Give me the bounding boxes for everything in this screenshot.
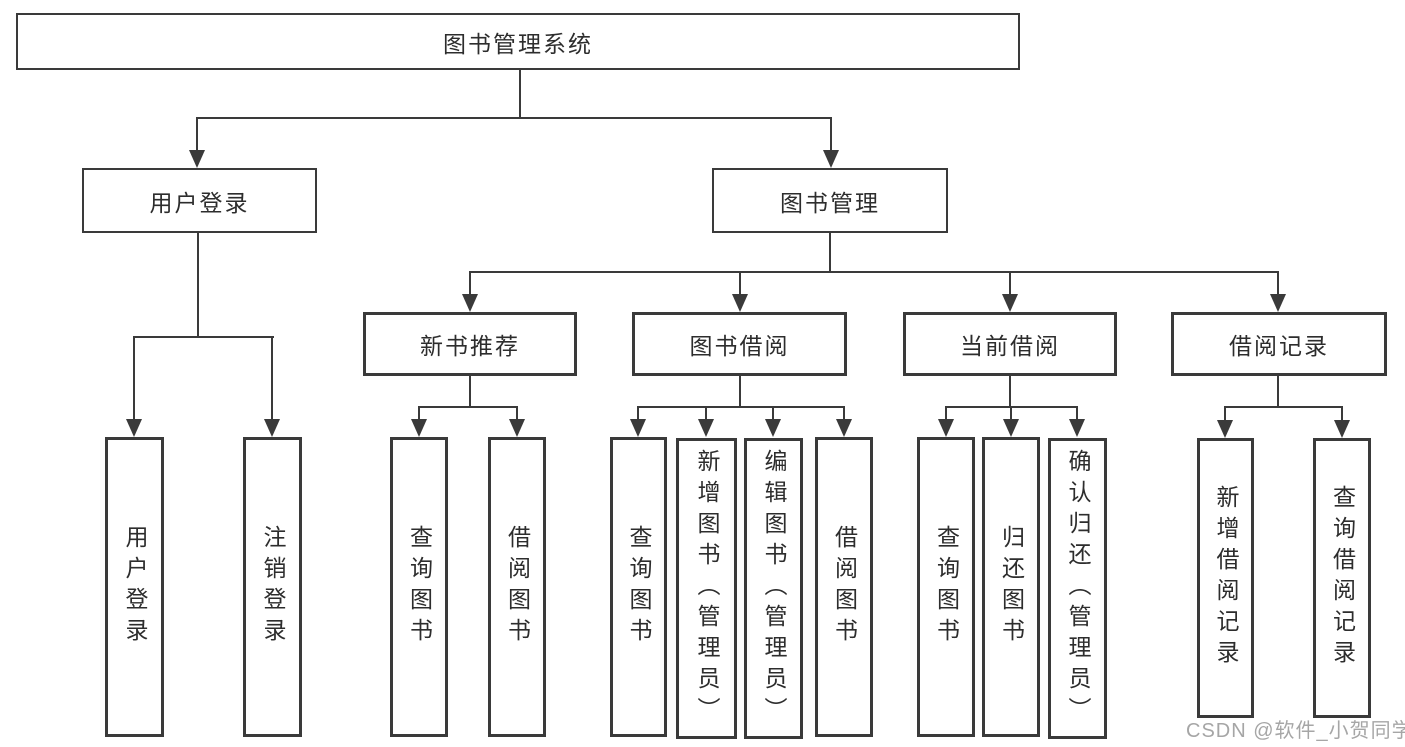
arrowhead-leaf <box>1069 419 1085 437</box>
node-library-system-label: 图书管理系统 <box>443 30 593 57</box>
arrowhead-leaf <box>126 419 142 437</box>
arrowhead-leaf <box>765 419 781 437</box>
connector-leaf-drop <box>133 336 135 421</box>
connector-leaf-drop <box>843 406 845 421</box>
leaf-cb-confirm-return-admin: 确认归还（管理员） <box>1048 438 1107 739</box>
node-user-login-label: 用户登录 <box>149 189 250 216</box>
connector-module-drop <box>1009 271 1011 296</box>
node-new-book-rec: 新书推荐 <box>363 312 577 376</box>
node-book-borrow: 图书借阅 <box>632 312 847 376</box>
arrowhead-leaf <box>1003 419 1019 437</box>
arrowhead-leaf <box>264 419 280 437</box>
arrowhead-module <box>1002 294 1018 312</box>
connector-borrow-record-rail <box>1224 406 1343 408</box>
arrowhead-leaf <box>836 419 852 437</box>
leaf-rec-borrow-books: 借阅图书 <box>488 437 546 737</box>
connector-root-stem <box>519 70 521 118</box>
arrowhead-module <box>1270 294 1286 312</box>
arrowhead-module <box>462 294 478 312</box>
connector-leaf-drop <box>1010 406 1012 421</box>
leaf-bb-add-books-admin: 新增图书（管理员） <box>676 438 737 739</box>
node-borrow-record: 借阅记录 <box>1171 312 1387 376</box>
node-user-login: 用户登录 <box>82 168 317 233</box>
leaf-user-login-label: 用户登录 <box>122 525 148 649</box>
leaf-bb-borrow-books: 借阅图书 <box>815 437 873 737</box>
leaf-user-login: 用户登录 <box>105 437 164 737</box>
arrowhead-book-mgmt <box>823 150 839 168</box>
connector-user-login-stem <box>197 233 199 337</box>
connector-leaf-drop <box>1224 406 1226 422</box>
connector-root-rail <box>196 117 832 119</box>
leaf-rec-query-books: 查询图书 <box>390 437 448 737</box>
node-book-mgmt: 图书管理 <box>712 168 948 233</box>
connector-leaf-drop <box>271 336 273 421</box>
node-current-borrow: 当前借阅 <box>903 312 1117 376</box>
csdn-watermark: CSDN @软件_小贺同学 <box>1186 720 1405 742</box>
arrowhead-leaf <box>411 419 427 437</box>
node-book-mgmt-label: 图书管理 <box>780 189 880 216</box>
leaf-bb-borrow-books-label: 借阅图书 <box>831 525 858 649</box>
arrowhead-user-login <box>189 150 205 168</box>
leaf-br-add-record: 新增借阅记录 <box>1197 438 1254 718</box>
arrowhead-leaf <box>698 419 714 437</box>
node-borrow-record-label: 借阅记录 <box>1229 333 1329 359</box>
connector-borrow-record-stem <box>1277 376 1279 407</box>
connector-user-login-drop <box>196 117 198 152</box>
leaf-bb-edit-books-admin: 编辑图书（管理员） <box>744 438 803 739</box>
connector-leaf-drop <box>705 406 707 421</box>
connector-new-book-rec-rail <box>418 406 518 408</box>
connector-book-mgmt-stem <box>829 233 831 272</box>
connector-leaf-drop <box>772 406 774 421</box>
leaf-bb-query-books: 查询图书 <box>610 437 667 737</box>
leaf-bb-add-books-admin-label: 新增图书（管理员） <box>694 449 720 728</box>
node-current-borrow-label: 当前借阅 <box>960 333 1060 359</box>
connector-leaf-drop <box>945 406 947 421</box>
connector-new-book-rec-stem <box>469 376 471 407</box>
node-new-book-rec-label: 新书推荐 <box>420 333 520 359</box>
leaf-br-query-record: 查询借阅记录 <box>1313 438 1371 718</box>
connector-leaf-drop <box>1341 406 1343 422</box>
leaf-cb-return-books-label: 归还图书 <box>998 525 1025 649</box>
arrowhead-leaf <box>1217 420 1233 438</box>
node-library-system: 图书管理系统 <box>16 13 1020 70</box>
connector-book-borrow-rail <box>637 406 844 408</box>
connector-module-drop <box>739 271 741 296</box>
leaf-br-query-record-label: 查询借阅记录 <box>1329 485 1356 671</box>
leaf-cb-confirm-return-admin-label: 确认归还（管理员） <box>1065 449 1091 728</box>
leaf-rec-query-books-label: 查询图书 <box>406 525 433 649</box>
connector-user-login-rail <box>133 336 274 338</box>
connector-leaf-drop <box>418 406 420 421</box>
connector-book-mgmt-drop <box>830 117 832 152</box>
connector-current-borrow-stem <box>1009 376 1011 407</box>
connector-book-mgmt-rail <box>469 271 1279 273</box>
arrowhead-module <box>732 294 748 312</box>
leaf-br-add-record-label: 新增借阅记录 <box>1213 485 1239 671</box>
connector-module-drop <box>1277 271 1279 296</box>
leaf-logout: 注销登录 <box>243 437 302 737</box>
arrowhead-leaf <box>630 419 646 437</box>
leaf-bb-edit-books-admin-label: 编辑图书（管理员） <box>761 449 787 728</box>
arrowhead-leaf <box>509 419 525 437</box>
arrowhead-leaf <box>1334 420 1350 438</box>
connector-leaf-drop <box>516 406 518 421</box>
leaf-bb-query-books-label: 查询图书 <box>626 525 652 649</box>
connector-leaf-drop <box>1076 406 1078 421</box>
leaf-cb-query-books-label: 查询图书 <box>933 525 960 649</box>
leaf-rec-borrow-books-label: 借阅图书 <box>504 525 531 649</box>
node-book-borrow-label: 图书借阅 <box>689 333 790 359</box>
leaf-cb-return-books: 归还图书 <box>982 437 1040 737</box>
connector-book-borrow-stem <box>739 376 741 407</box>
leaf-cb-query-books: 查询图书 <box>917 437 975 737</box>
connector-leaf-drop <box>637 406 639 421</box>
connector-module-drop <box>469 271 471 296</box>
leaf-logout-label: 注销登录 <box>260 525 286 649</box>
arrowhead-leaf <box>938 419 954 437</box>
